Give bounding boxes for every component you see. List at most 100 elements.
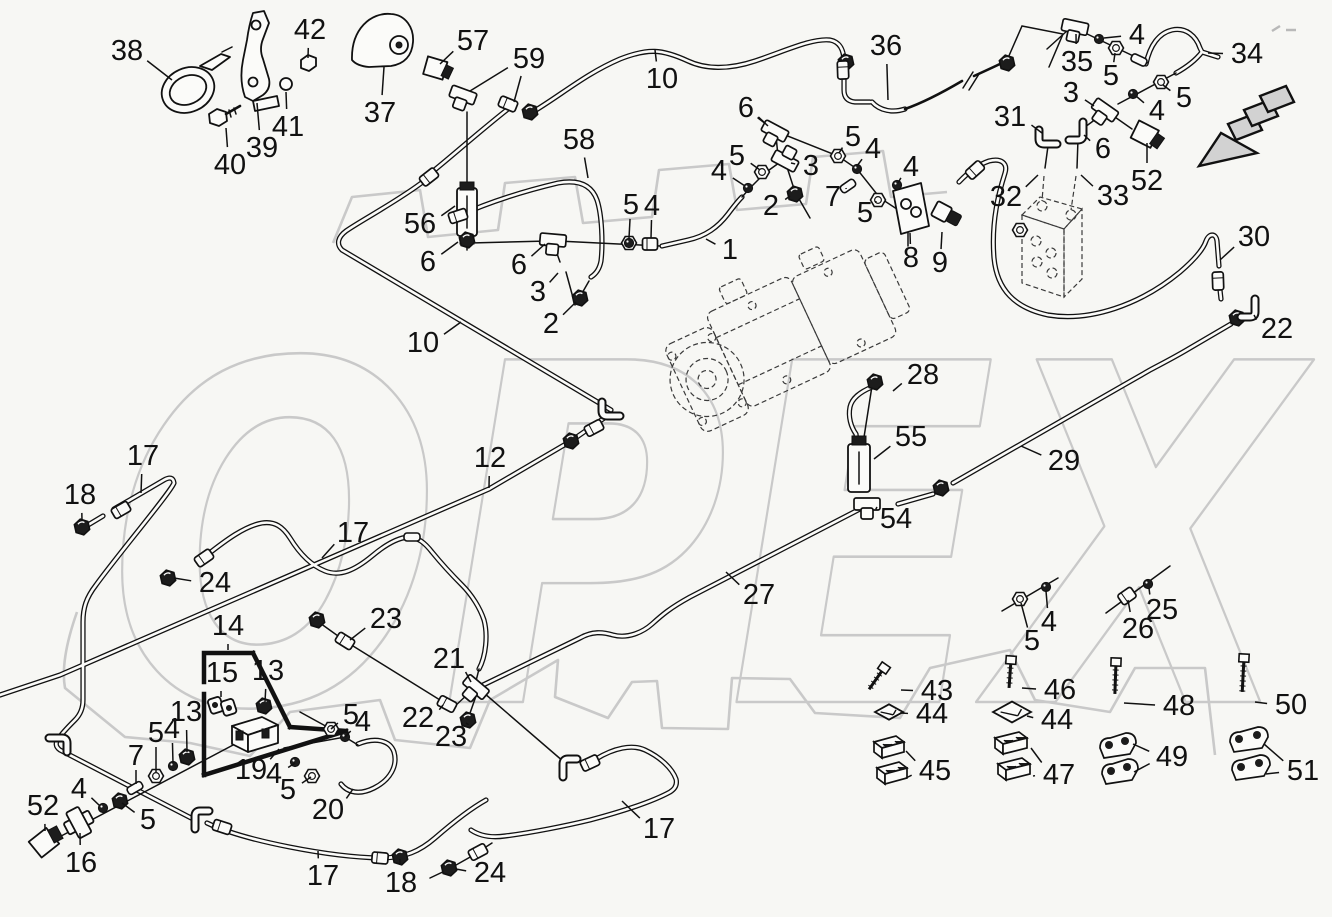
- label-leader: [439, 50, 454, 65]
- label-leader: [171, 742, 174, 764]
- plug-52-bottom: [27, 825, 64, 859]
- label-leader: [900, 689, 914, 692]
- plug-57: [422, 55, 455, 81]
- part-label-36-27: 36: [870, 30, 902, 62]
- label-leader: [1045, 590, 1049, 609]
- label-leader: [725, 571, 740, 586]
- label-leader: [438, 704, 444, 711]
- ball-fitting: [97, 802, 109, 814]
- bracket-39: [240, 10, 280, 112]
- wedge-plate: [873, 703, 905, 721]
- part-label-31-38: 31: [994, 101, 1026, 133]
- label-leader: [875, 506, 878, 510]
- label-leader: [705, 238, 716, 245]
- washer-41: [279, 77, 293, 91]
- part-label-25-50: 25: [1146, 594, 1178, 626]
- elbow-fitting: [597, 397, 625, 421]
- label-leader: [784, 195, 791, 201]
- part-label-6-39: 6: [1095, 133, 1111, 165]
- part-label-4-67: 4: [71, 773, 87, 805]
- union-fitting: [1211, 271, 1225, 291]
- bolt: [1110, 657, 1122, 695]
- filter-55: [847, 435, 871, 493]
- part-label-45-87: 45: [919, 755, 951, 787]
- hex-fitting: [147, 768, 165, 784]
- label-leader: [256, 102, 261, 131]
- tube-runs: [0, 26, 1234, 861]
- part-label-30-43: 30: [1238, 221, 1270, 253]
- tube-piece: [1130, 53, 1148, 67]
- ball-fitting: [1142, 578, 1154, 590]
- label-leader: [1133, 762, 1151, 773]
- part-label-4-20: 4: [711, 155, 727, 187]
- elbow-fitting: [44, 733, 72, 757]
- part-label-12-55: 12: [474, 442, 506, 474]
- tee-fitting: [770, 144, 800, 173]
- label-leader: [381, 66, 385, 96]
- tee-fitting: [1090, 97, 1120, 126]
- bolt: [867, 660, 892, 691]
- union-fitting: [211, 818, 233, 836]
- label-leader: [732, 177, 746, 187]
- bolt: [1004, 654, 1018, 689]
- hex-fitting: [1011, 591, 1029, 607]
- part-label-54-47: 54: [880, 503, 912, 535]
- part-label-10-54: 10: [407, 327, 439, 359]
- label-leader: [1084, 99, 1095, 107]
- ball-fitting: [851, 163, 863, 175]
- part-label-13-63: 13: [170, 696, 202, 728]
- part-label-2-14: 2: [543, 308, 559, 340]
- union-fitting: [836, 60, 850, 80]
- tube-10-top-hose: [528, 37, 873, 116]
- part-label-10-10: 10: [646, 63, 678, 95]
- part-label-23-77: 23: [370, 603, 402, 635]
- label-leader: [285, 91, 288, 110]
- part-label-26-51: 26: [1122, 613, 1154, 645]
- part-label-51-94: 51: [1287, 755, 1319, 787]
- ball-fitting: [1093, 33, 1105, 45]
- part-label-5-74: 5: [343, 699, 359, 731]
- bolt: [1237, 652, 1251, 693]
- part-label-23-80: 23: [435, 721, 467, 753]
- label-leader: [838, 147, 844, 154]
- label-leader: [1162, 84, 1171, 92]
- tee-fitting: [448, 84, 478, 112]
- label-leader: [886, 63, 889, 101]
- part-label-17-81: 17: [643, 813, 675, 845]
- part-label-49-92: 49: [1156, 741, 1188, 773]
- label-leader: [621, 800, 641, 819]
- label-leader: [1263, 743, 1284, 762]
- tube-piece: [839, 178, 857, 194]
- clamp-38: [160, 46, 233, 114]
- part-label-38-0: 38: [111, 35, 143, 67]
- tube-piece: [126, 780, 144, 796]
- hex-fitting: [1011, 222, 1029, 238]
- label-leader: [90, 797, 101, 807]
- part-label-5-26: 5: [857, 197, 873, 229]
- pump-assembly: [665, 246, 911, 432]
- label-leader: [287, 762, 296, 769]
- label-leader: [905, 750, 916, 762]
- label-leader: [856, 158, 863, 167]
- label-leader: [750, 162, 761, 171]
- union-fitting: [641, 237, 659, 251]
- part-label-4-32: 4: [1129, 19, 1145, 51]
- label-leader: [583, 157, 589, 179]
- part-label-59-7: 59: [513, 43, 545, 75]
- part-label-9-30: 9: [932, 247, 948, 279]
- part-label-18-57: 18: [64, 479, 96, 511]
- tee-fitting: [760, 119, 790, 148]
- label-leader: [1219, 246, 1235, 261]
- label-leader: [650, 219, 653, 239]
- label-leader: [1103, 35, 1122, 39]
- part-label-5-33: 5: [1103, 60, 1119, 92]
- union-fitting: [583, 418, 605, 438]
- tee-fitting: [538, 232, 568, 257]
- label-leader: [121, 802, 136, 813]
- part-label-17-82: 17: [307, 860, 339, 892]
- saddle-clamp-half: [1099, 732, 1137, 759]
- elbow-fitting: [558, 754, 582, 782]
- label-leader: [1020, 445, 1042, 456]
- part-label-58-11: 58: [563, 124, 595, 156]
- part-label-39-4: 39: [246, 132, 278, 164]
